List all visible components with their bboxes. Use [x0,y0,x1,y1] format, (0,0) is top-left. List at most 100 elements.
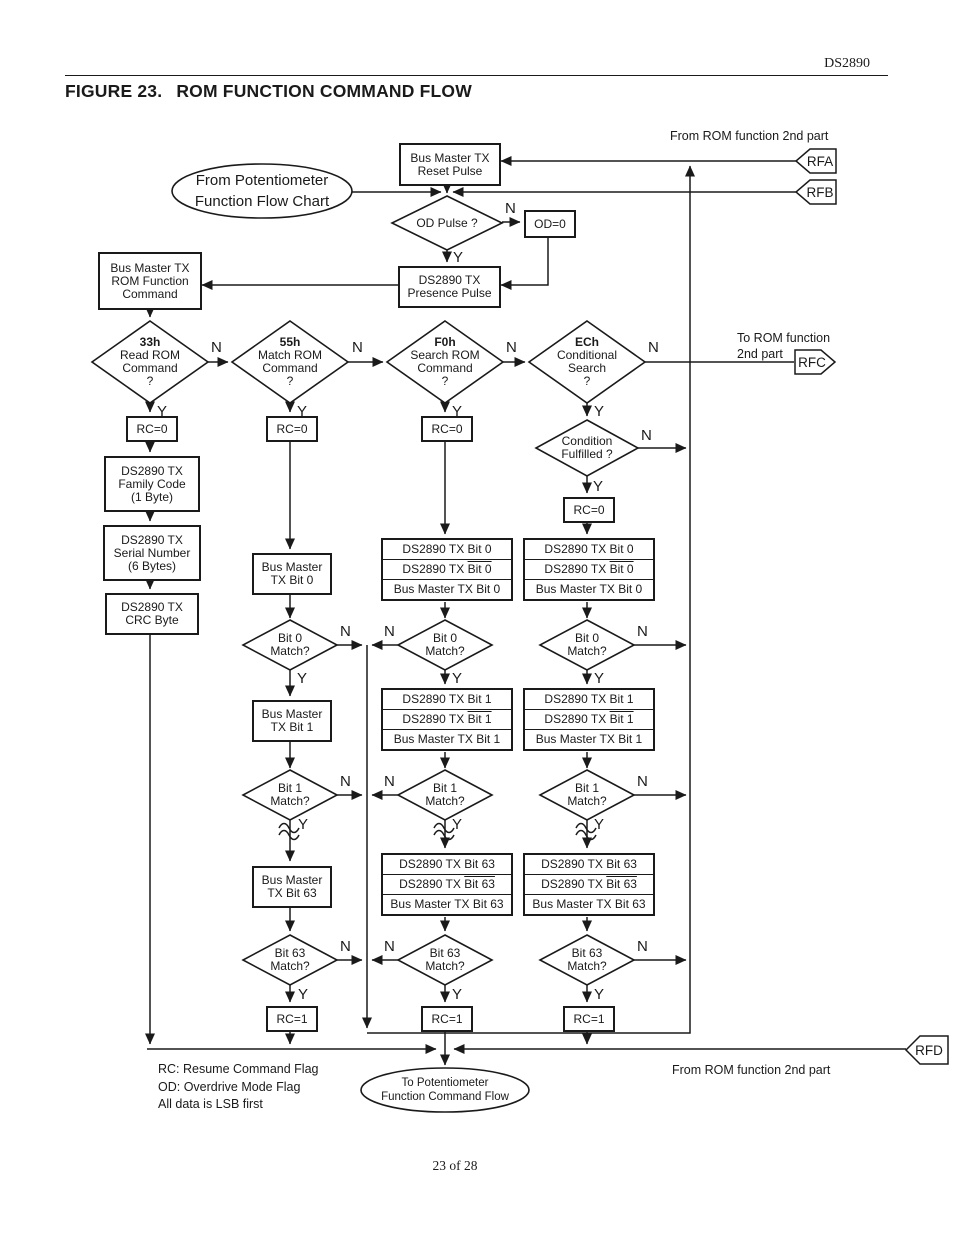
to-rom-label-line1: To ROM function [737,331,831,345]
label-n: N [340,938,351,955]
legend: RC: Resume Command Flag OD: Overdrive Mo… [158,1062,319,1111]
row-ds2890-tx-bit0: DS2890 TX Bit 0 [383,540,511,560]
row-ds2890-tx-bit1: DS2890 TX Bit 1 [525,690,653,710]
decision-bit1-match-2: Bit 1 Match? [425,781,465,808]
label-y: Y [452,986,463,1003]
terminal-start: From Potentiometer Function Flow Chart [194,172,330,210]
label-y: Y [452,816,463,833]
label-n: N [384,938,395,955]
label-n: N [340,623,351,640]
row-ds2890-tx-bit63: DS2890 TX Bit 63 [525,855,653,875]
row-bus-master-tx-bit0: Bus Master TX Bit 0 [393,582,501,596]
from-rom-top-label: From ROM function 2nd part [670,129,829,143]
connector-rfb: RFB [806,185,834,200]
label-n: N [637,773,648,790]
row-ds2890-tx-bit63: DS2890 TX Bit 63 [383,855,511,875]
row-ds2890-tx-bit1: DS2890 TX Bit 1 [383,690,511,710]
label-y: Y [594,816,605,833]
row-bus-master-tx-bit1: Bus Master TX Bit 1 [535,732,643,746]
connector-rfc: RFC [798,355,826,370]
node-crc-byte: DS2890 TX CRC Byte [105,593,199,635]
row-ds2890-tx-bit1-comp: DS2890 TX Bit 1 [383,710,511,730]
row-bus-master-tx-bit1: Bus Master TX Bit 1 [393,732,501,746]
label-n: N [506,339,517,356]
node-bus-master-tx-bit0: Bus Master TX Bit 0 [252,553,332,595]
figure-title: FIGURE 23. ROM FUNCTION COMMAND FLOW [65,81,472,102]
row-bus-master-tx-bit63: Bus Master TX Bit 63 [532,897,646,911]
decision-bit0-match-3: Bit 0 Match? [567,631,607,658]
page-number: 23 of 28 [432,1158,478,1173]
node-rc0-cond: RC=0 [563,497,615,523]
label-y: Y [594,403,605,420]
node-bus-master-tx-bit63: Bus Master TX Bit 63 [252,866,332,908]
decision-od-pulse: OD Pulse ? [416,216,478,230]
label-y: Y [297,403,308,420]
node-family-code: DS2890 TX Family Code (1 Byte) [104,456,200,512]
node-rc0-read: RC=0 [126,416,178,442]
label-n: N [505,200,516,217]
node-cond-bit0-group: DS2890 TX Bit 0 DS2890 TX Bit 0 Bus Mast… [523,538,655,601]
row-ds2890-tx-bit0: DS2890 TX Bit 0 [525,540,653,560]
label-n: N [641,427,652,444]
row-ds2890-tx-bit1-comp: DS2890 TX Bit 1 [525,710,653,730]
label-y: Y [157,403,168,420]
row-bus-master-tx-bit0: Bus Master TX Bit 0 [535,582,643,596]
label-y: Y [593,478,604,495]
connector-rfa: RFA [806,154,834,169]
row-ds2890-tx-bit0-comp: DS2890 TX Bit 0 [383,560,511,580]
decision-bit0-match-2: Bit 0 Match? [425,631,465,658]
terminal-end: To Potentiometer Function Command Flow [381,1077,509,1103]
label-y: Y [298,986,309,1003]
node-search-bit0-group: DS2890 TX Bit 0 DS2890 TX Bit 0 Bus Mast… [381,538,513,601]
label-y: Y [298,816,309,833]
decision-bit1-match-3: Bit 1 Match? [567,781,607,808]
label-y: Y [452,403,463,420]
node-rc0-search: RC=0 [421,416,473,442]
label-y: Y [452,670,463,687]
header-rule [65,75,888,76]
row-bus-master-tx-bit63: Bus Master TX Bit 63 [390,897,504,911]
row-ds2890-tx-bit63-comp: DS2890 TX Bit 63 [525,875,653,895]
label-y: Y [594,670,605,687]
figure-title-text: ROM FUNCTION COMMAND FLOW [176,81,472,101]
decision-bit63-match-3: Bit 63 Match? [567,946,607,973]
node-cond-bit63-group: DS2890 TX Bit 63 DS2890 TX Bit 63 Bus Ma… [523,853,655,916]
node-rom-function-command: Bus Master TX ROM Function Command [98,252,202,310]
node-cond-bit1-group: DS2890 TX Bit 1 DS2890 TX Bit 1 Bus Mast… [523,688,655,751]
node-bus-master-tx-bit1: Bus Master TX Bit 1 [252,700,332,742]
decision-bit0-match-1: Bit 0 Match? [270,631,310,658]
node-presence-pulse: DS2890 TX Presence Pulse [398,266,501,308]
label-n: N [637,938,648,955]
label-y: Y [453,249,464,266]
node-rc0-match: RC=0 [266,416,318,442]
label-n: N [648,339,659,356]
row-ds2890-tx-bit0-comp: DS2890 TX Bit 0 [525,560,653,580]
node-rc1-search: RC=1 [421,1006,473,1032]
node-od-clear: OD=0 [524,210,576,238]
node-serial-number: DS2890 TX Serial Number (6 Bytes) [103,525,201,581]
node-bus-master-tx-reset-pulse: Bus Master TX Reset Pulse [399,143,501,186]
to-rom-label-line2: 2nd part [737,347,783,361]
label-n: N [384,773,395,790]
label-n: N [384,623,395,640]
figure-label: FIGURE 23. [65,81,163,101]
decision-bit63-match-2: Bit 63 Match? [425,946,465,973]
connector-rfd: RFD [915,1043,943,1058]
decision-cond-fulfilled: Condition Fulfilled ? [561,434,613,461]
node-rc1-match: RC=1 [266,1006,318,1032]
document-id: DS2890 [824,56,870,71]
label-n: N [352,339,363,356]
label-n: N [637,623,648,640]
label-n: N [340,773,351,790]
from-rom-bottom-label: From ROM function 2nd part [672,1063,831,1077]
label-n: N [211,339,222,356]
node-search-bit63-group: DS2890 TX Bit 63 DS2890 TX Bit 63 Bus Ma… [381,853,513,916]
node-rc1-cond: RC=1 [563,1006,615,1032]
decision-bit63-match-1: Bit 63 Match? [270,946,310,973]
label-y: Y [594,986,605,1003]
